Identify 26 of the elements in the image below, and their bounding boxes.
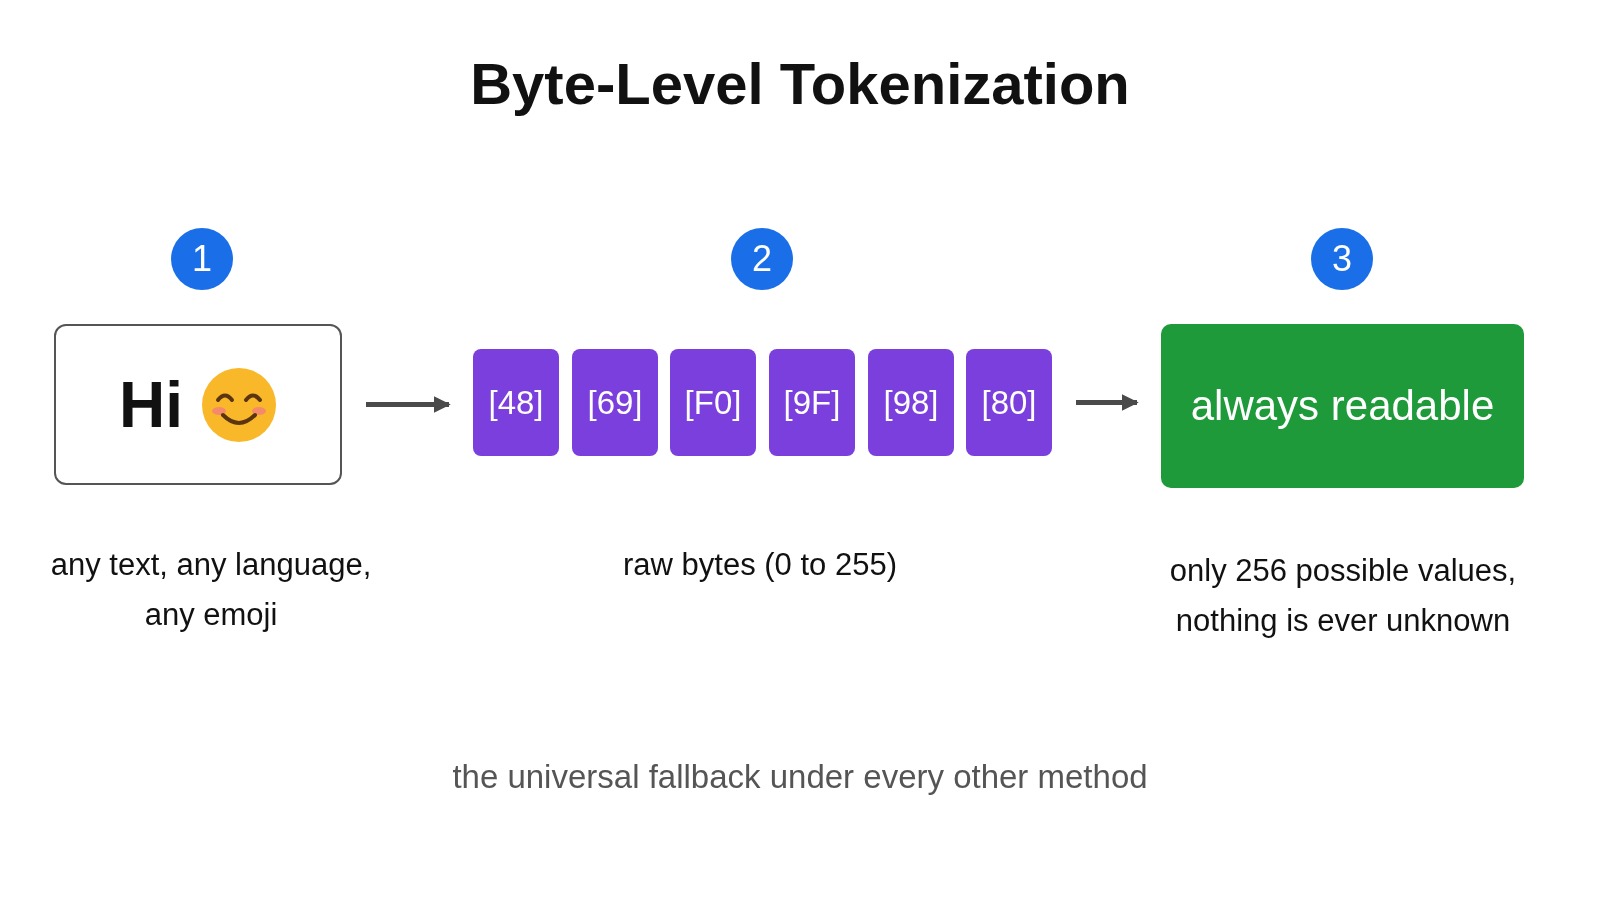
node-text: [69] [587, 383, 643, 422]
node-text: always readable [1190, 382, 1495, 430]
byte-box [769, 349, 855, 456]
arrow [366, 396, 451, 413]
footnote: the universal fallback under every other method [451, 757, 1149, 797]
step-digit: 2 [752, 238, 772, 280]
node-text: [98] [883, 383, 939, 422]
byte-box [966, 349, 1052, 456]
byte-box [868, 349, 954, 456]
step-digit: 3 [1332, 238, 1352, 280]
caption: raw bytes (0 to 255) [622, 546, 898, 584]
node-text: [F0] [684, 383, 742, 422]
node-text: [9F] [783, 383, 841, 422]
step-digit: 1 [192, 238, 212, 280]
title: Byte-Level Tokenization [469, 50, 1131, 117]
arrow [1076, 394, 1139, 411]
node-text: [80] [981, 383, 1037, 422]
node-text: Hi [119, 367, 183, 442]
node-label: only 256 possible values, nothing is ever unknown [1168, 552, 1518, 640]
byte-box [473, 349, 559, 456]
node-text: [48] [488, 383, 544, 422]
byte-box [572, 349, 658, 456]
output-box [1161, 324, 1524, 488]
byte-box [670, 349, 756, 456]
node-label: any text, any language, any emoji [49, 546, 373, 634]
input-box [54, 324, 342, 485]
